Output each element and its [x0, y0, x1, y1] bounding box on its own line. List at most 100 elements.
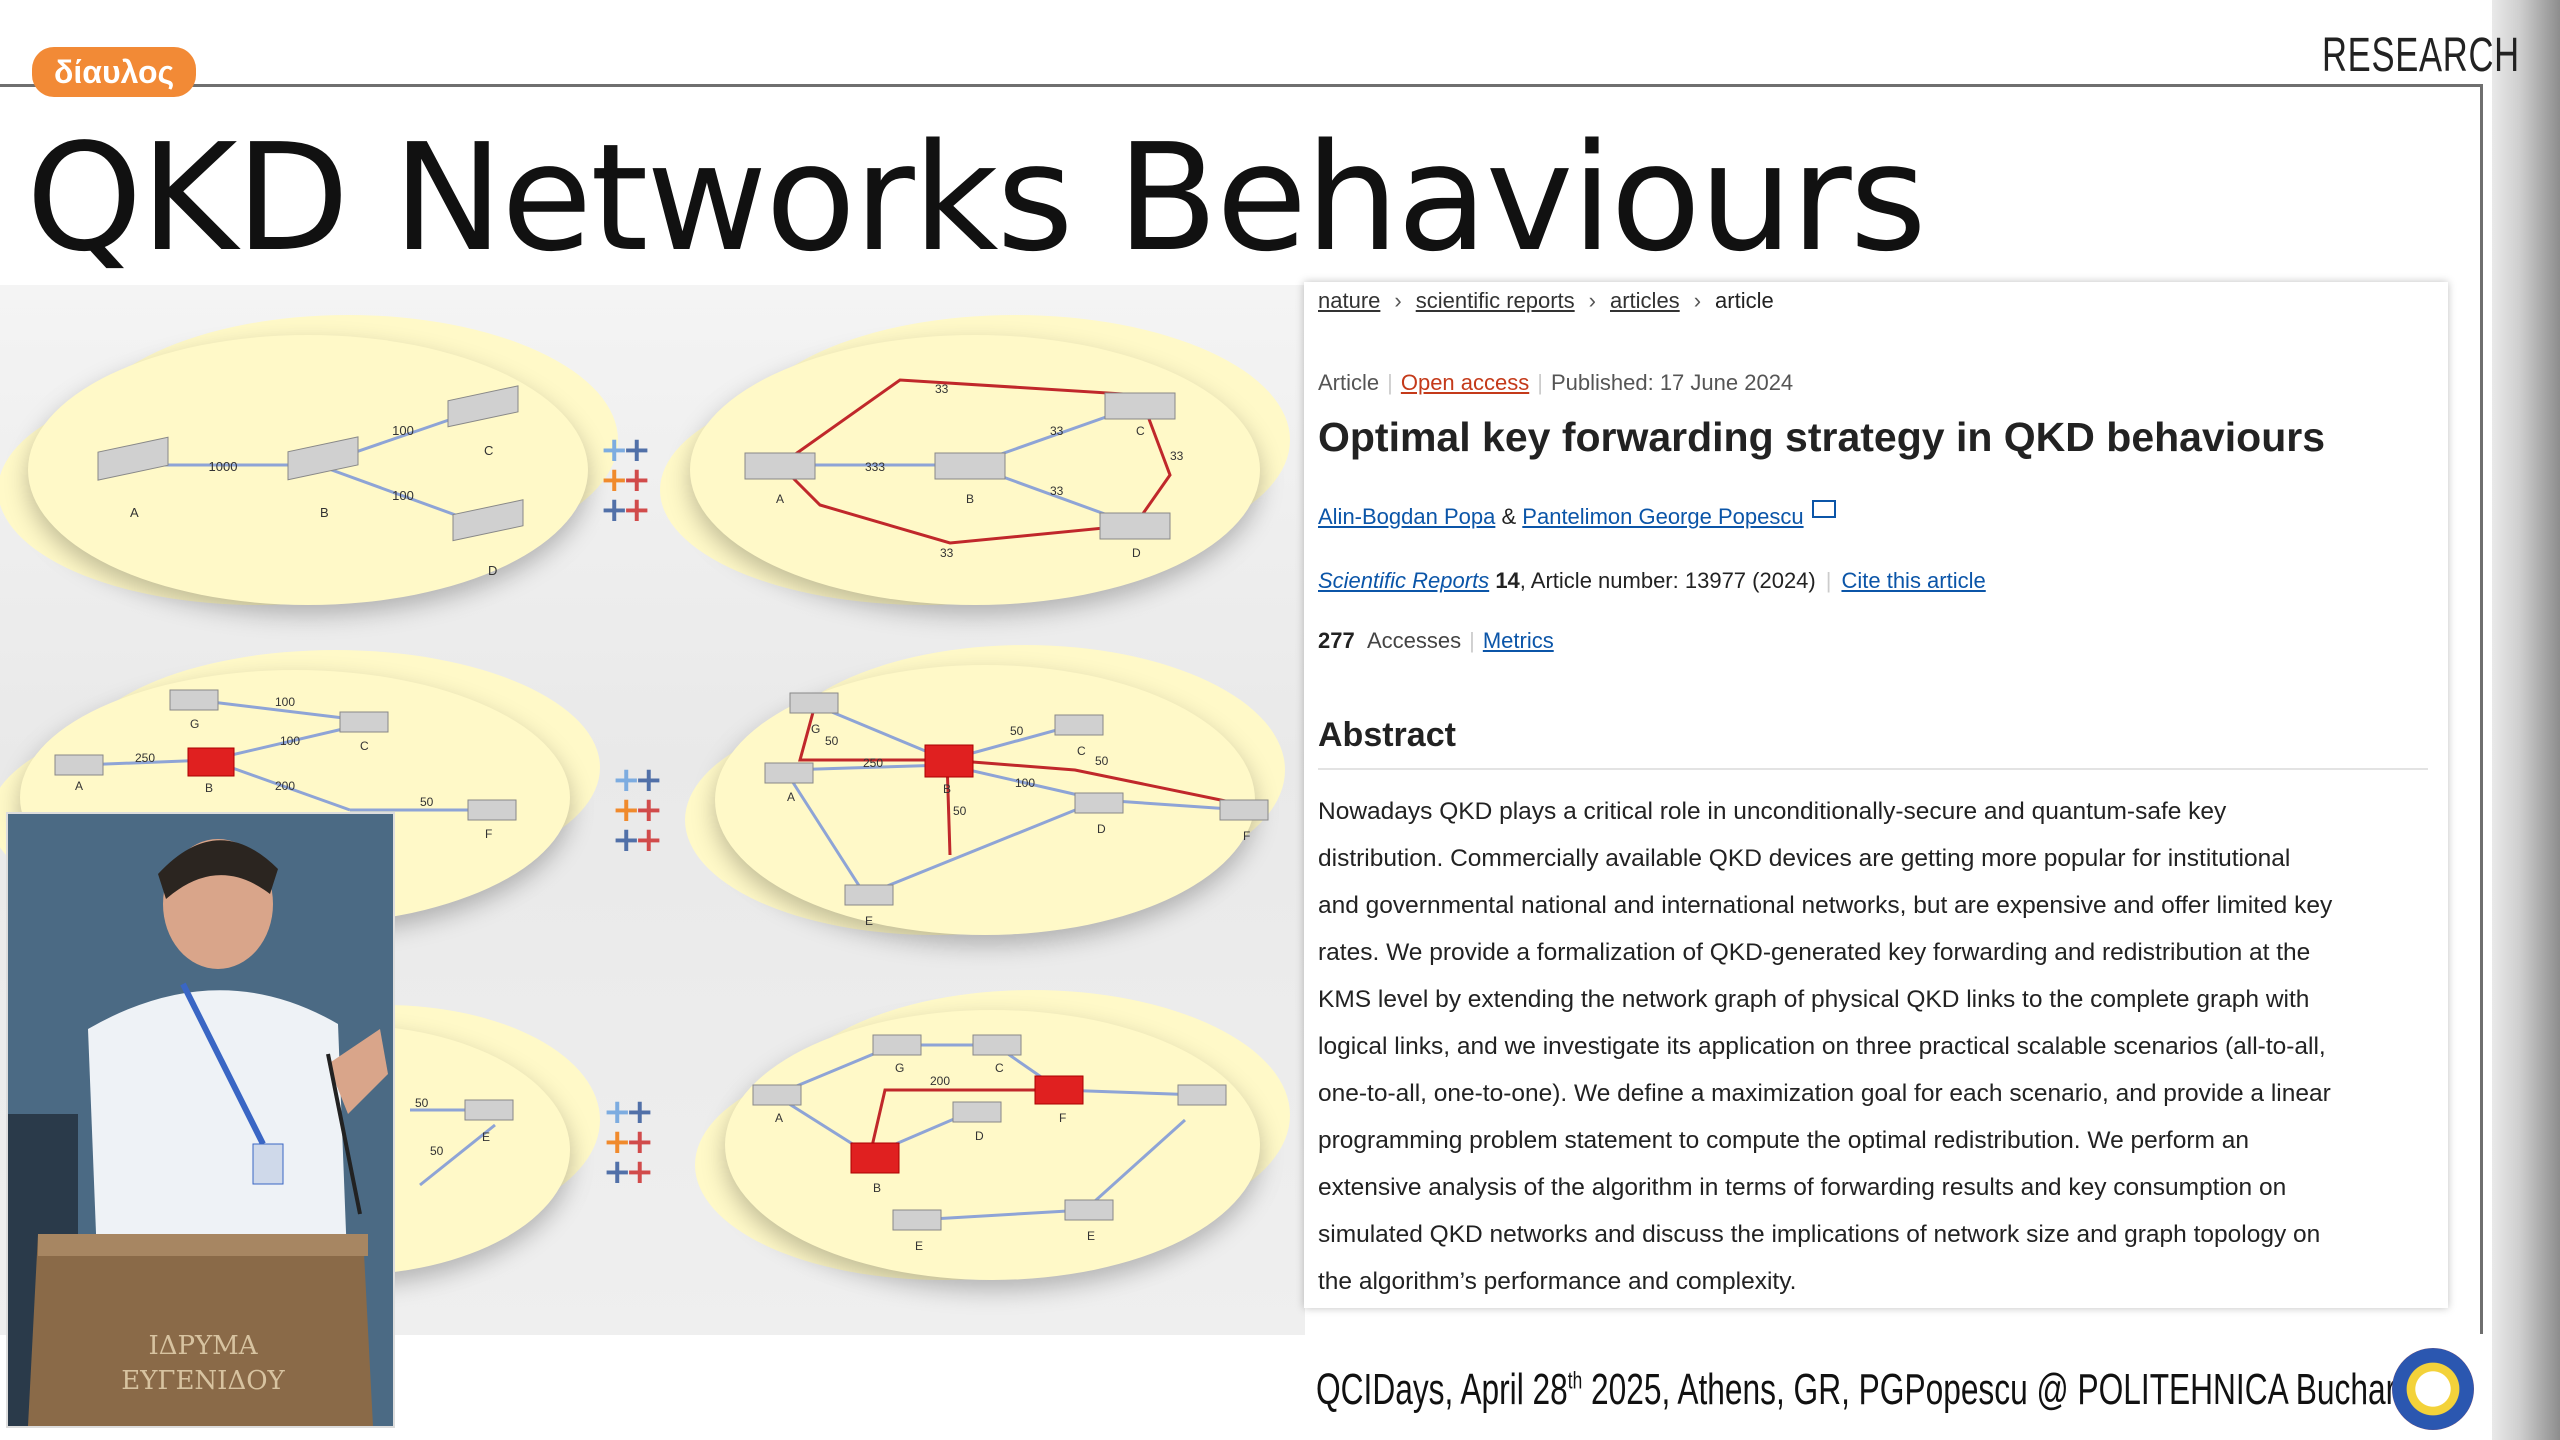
graph-bottom-left: 50 50 E	[410, 1096, 514, 1187]
cite-link[interactable]: Cite this article	[1841, 568, 1986, 593]
article-number: , Article number: 13977 (2024)	[1519, 568, 1816, 593]
svg-text:100: 100	[275, 695, 295, 709]
slide-title: QKD Networks Behaviours	[26, 112, 1927, 284]
slide-edge-shadow	[2492, 0, 2560, 1440]
svg-text:33: 33	[1050, 484, 1064, 498]
svg-text:33: 33	[1050, 424, 1064, 438]
svg-text:G: G	[895, 1061, 904, 1075]
graph-mid-right: 50 50 250 50 100 50 G C A B D E F	[764, 692, 1269, 928]
svg-text:50: 50	[825, 734, 839, 748]
abstract-heading: Abstract	[1318, 716, 1456, 754]
tableau-icon: ++++++	[612, 760, 663, 860]
authors: Alin-Bogdan Popa & Pantelimon George Pop…	[1318, 500, 1836, 530]
svg-text:F: F	[1059, 1111, 1066, 1125]
metrics-link[interactable]: Metrics	[1482, 628, 1554, 653]
svg-text:200: 200	[275, 779, 295, 793]
article-title: Optimal key forwarding strategy in QKD b…	[1318, 414, 2326, 460]
svg-text:50: 50	[953, 804, 967, 818]
svg-text:C: C	[360, 739, 369, 753]
svg-text:50: 50	[415, 1096, 429, 1110]
open-access-link[interactable]: Open access	[1400, 370, 1530, 395]
svg-text:C: C	[1136, 424, 1145, 438]
svg-text:G: G	[190, 717, 199, 731]
breadcrumb-nature-link[interactable]: nature	[1318, 288, 1381, 313]
svg-text:333: 333	[865, 460, 885, 474]
tableau-icon: ++++++	[603, 1092, 654, 1192]
svg-text:E: E	[1087, 1229, 1095, 1243]
svg-text:100: 100	[280, 734, 300, 748]
node-c: C	[484, 443, 493, 458]
edge-label-ab: 1000	[209, 459, 238, 474]
podium-text-line2: ΕΥΓΕΝΙΔΟΥ	[121, 1366, 285, 1396]
svg-text:33: 33	[935, 382, 949, 396]
header-rule	[0, 84, 2482, 87]
volume: 14	[1495, 568, 1520, 593]
speaker-figure: ΙΔΡΥΜΑ ΕΥΓΕΝΙΔΟΥ	[8, 814, 393, 1426]
node-b: B	[320, 505, 329, 520]
speaker-video: ΙΔΡΥΜΑ ΕΥΓΕΝΙΔΟΥ	[6, 812, 395, 1428]
journal-link[interactable]: Scientific Reports	[1318, 568, 1490, 593]
svg-text:D: D	[975, 1129, 984, 1143]
svg-text:33: 33	[1170, 449, 1184, 463]
article-screenshot: nature›scientific reports›articles›artic…	[1304, 282, 2448, 1308]
mail-icon[interactable]	[1811, 500, 1836, 518]
journal-info: Scientific Reports 14, Article number: 1…	[1318, 568, 1986, 593]
svg-text:C: C	[1077, 744, 1086, 758]
brand-badge: δίαυλος	[32, 47, 197, 97]
author-link-popa[interactable]: Alin-Bogdan Popa	[1318, 504, 1496, 529]
graph-bottom-right: 200 G C A D F B E E	[752, 1034, 1227, 1253]
svg-text:B: B	[873, 1181, 881, 1195]
svg-text:B: B	[943, 782, 951, 796]
breadcrumb: nature›scientific reports›articles›artic…	[1318, 288, 1774, 313]
svg-text:A: A	[75, 779, 83, 793]
svg-text:50: 50	[420, 795, 434, 809]
graph-mid-left: 100 250 100 200 50 G A B C F	[54, 689, 517, 841]
breadcrumb-scientific-reports-link[interactable]: scientific reports	[1415, 288, 1575, 313]
published-date: Published: 17 June 2024	[1550, 370, 1794, 395]
accesses-count: 277	[1318, 628, 1355, 653]
node-a: A	[130, 505, 139, 520]
svg-text:100: 100	[1015, 776, 1035, 790]
svg-text:G: G	[811, 722, 820, 736]
svg-text:50: 50	[430, 1144, 444, 1158]
svg-text:50: 50	[1010, 724, 1024, 738]
breadcrumb-current: article	[1715, 288, 1774, 313]
graph-top-right: 33 333 33 33 33 33 A B C D	[744, 378, 1184, 560]
author-link-popescu[interactable]: Pantelimon George Popescu	[1522, 504, 1804, 529]
university-logo-icon	[2392, 1348, 2474, 1430]
svg-text:E: E	[915, 1239, 923, 1253]
svg-text:F: F	[1243, 829, 1250, 843]
svg-text:E: E	[482, 1130, 490, 1144]
abstract-divider	[1318, 768, 2428, 770]
svg-text:F: F	[485, 827, 492, 841]
svg-text:B: B	[966, 492, 974, 506]
svg-text:200: 200	[930, 1074, 950, 1088]
author-separator: &	[1501, 504, 1517, 529]
svg-text:E: E	[865, 914, 873, 928]
tableau-icon: ++++++	[600, 430, 651, 530]
article-meta: Article|Open access|Published: 17 June 2…	[1318, 370, 1794, 395]
graph-top-left: 1000 100 100 A B C D	[97, 385, 524, 578]
svg-text:250: 250	[135, 751, 155, 765]
side-rule	[2480, 84, 2483, 1334]
podium-text-line1: ΙΔΡΥΜΑ	[148, 1331, 258, 1361]
svg-text:C: C	[995, 1061, 1004, 1075]
svg-text:D: D	[1132, 546, 1141, 560]
abstract-text: Nowadays QKD plays a critical role in un…	[1318, 798, 2333, 1295]
footer-caption: QCIDays, April 28th 2025, Athens, GR, PG…	[1316, 1365, 2439, 1414]
access-stats: 277 Accesses|Metrics	[1318, 628, 1554, 653]
svg-text:A: A	[787, 790, 795, 804]
breadcrumb-articles-link[interactable]: articles	[1610, 288, 1680, 313]
svg-text:250: 250	[863, 756, 883, 770]
svg-text:B: B	[205, 781, 213, 795]
accesses-label: Accesses	[1366, 628, 1462, 653]
article-type: Article	[1318, 370, 1380, 395]
svg-text:50: 50	[1095, 754, 1109, 768]
svg-text:A: A	[775, 1111, 783, 1125]
edge-label-bc: 100	[392, 423, 414, 438]
section-label: RESEARCH	[2322, 29, 2520, 82]
edge-label-bd: 100	[392, 488, 414, 503]
svg-text:33: 33	[940, 546, 954, 560]
node-d: D	[488, 563, 497, 578]
